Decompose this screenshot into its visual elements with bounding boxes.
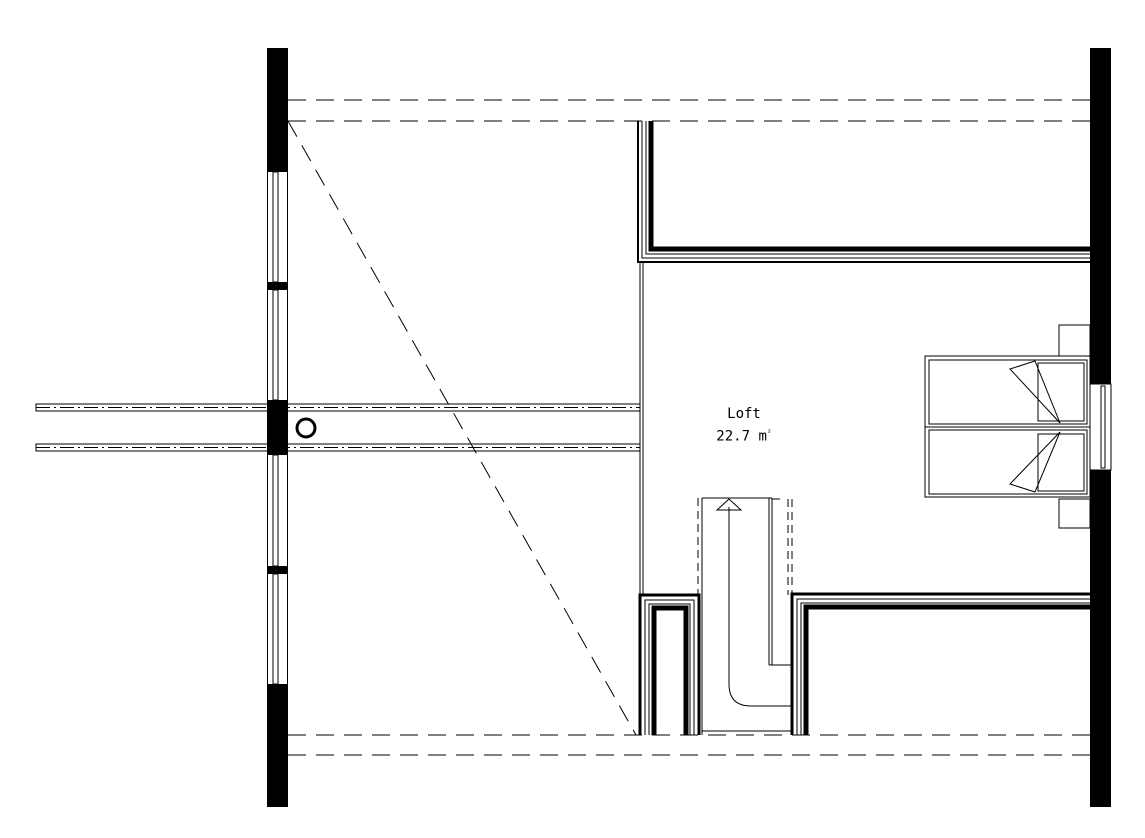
lower-interior-wall-left [638,593,701,735]
window-left-lower [267,454,288,685]
room-name-label: Loft [727,406,761,422]
room-area-value: 22.7 m [716,428,767,445]
nightstand-top [1058,324,1091,357]
pillow-fold-icon [1009,360,1061,424]
window-right [1089,383,1112,471]
nightstand-bottom [1058,498,1091,529]
double-bed [924,324,1091,529]
window-left-upper [267,171,288,401]
stairs [697,497,793,735]
roof-eave-lines [287,99,1090,756]
lower-interior-wall-right [790,592,1090,735]
column-icon [295,417,317,439]
right-exterior-wall [1089,48,1112,807]
room-area-label: 22.7 m² [694,428,794,445]
left-exterior-wall [267,48,288,807]
room-area-unit: ² [766,428,772,437]
stair-direction-arrow-icon [715,498,743,511]
beam [35,403,641,452]
upper-interior-wall [637,121,1090,595]
pillow-fold-icon [1009,431,1061,493]
